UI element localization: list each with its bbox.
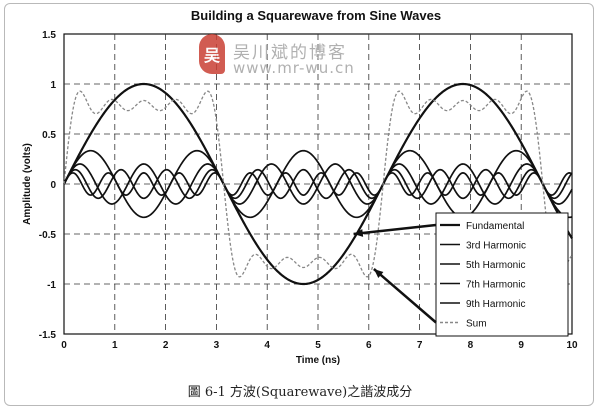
x-axis-label: Time (ns) — [296, 355, 340, 366]
x-tick-label: 3 — [214, 340, 220, 351]
legend-label: Fundamental — [466, 221, 524, 232]
x-tick-label: 6 — [366, 340, 372, 351]
series-5th-harmonic — [63, 163, 573, 205]
y-tick-label: -1 — [47, 280, 56, 291]
series-9th-harmonic — [63, 172, 573, 196]
series-fundamental — [63, 82, 573, 286]
legend-label: 7th Harmonic — [466, 280, 525, 291]
y-tick-label: 1 — [50, 80, 56, 91]
y-axis-label: Amplitude (volts) — [22, 143, 33, 225]
chart-title: Building a Squarewave from Sine Waves — [191, 8, 441, 23]
x-tick-label: 4 — [264, 340, 270, 351]
y-tick-label: 0.5 — [42, 130, 56, 141]
x-tick-label: 7 — [417, 340, 423, 351]
tick-labels: 0 1 2 3 4 5 6 7 8 9 10 1.5 1 0.5 0 -0.5 -1 -1.5 — [39, 30, 578, 351]
x-tick-label: 2 — [163, 340, 169, 351]
arrow-head — [353, 229, 364, 237]
arrow-line — [353, 223, 437, 236]
y-tick-label: -0.5 — [39, 230, 57, 241]
series-7th-harmonic — [63, 168, 573, 200]
chart: Building a Squarewave from Sine Waves 0 1… — [22, 8, 578, 366]
series-sum — [63, 90, 573, 278]
annotation-arrows — [353, 223, 437, 324]
y-tick-label: -1.5 — [39, 330, 57, 341]
series-group — [63, 82, 573, 286]
watermark-logo: 吴 — [199, 34, 225, 74]
x-tick-label: 9 — [518, 340, 524, 351]
arrow-head — [373, 269, 384, 278]
x-tick-label: 10 — [566, 340, 578, 351]
x-tick-label: 0 — [61, 340, 67, 351]
watermark-url: www.mr-wu.cn — [233, 59, 355, 77]
x-tick-label: 5 — [315, 340, 321, 351]
figure-caption: 圖 6-1 方波(Squarewave)之諧波成分 — [187, 385, 413, 400]
x-tick-label: 1 — [112, 340, 118, 351]
arrow-line — [373, 268, 437, 324]
y-tick-label: 0 — [50, 180, 56, 191]
legend-label: Sum — [466, 319, 487, 330]
y-tick-label: 1.5 — [42, 30, 56, 41]
legend-box — [435, 212, 569, 337]
x-tick-label: 8 — [468, 340, 474, 351]
legend-label: 3rd Harmonic — [466, 241, 526, 252]
legend-label: 9th Harmonic — [466, 299, 525, 310]
legend-label: 5th Harmonic — [466, 260, 525, 271]
watermark-name: 吴川斌的博客 — [233, 43, 347, 63]
legend: Fundamental 3rd Harmonic 5th Harmonic 7th H… — [435, 212, 569, 337]
